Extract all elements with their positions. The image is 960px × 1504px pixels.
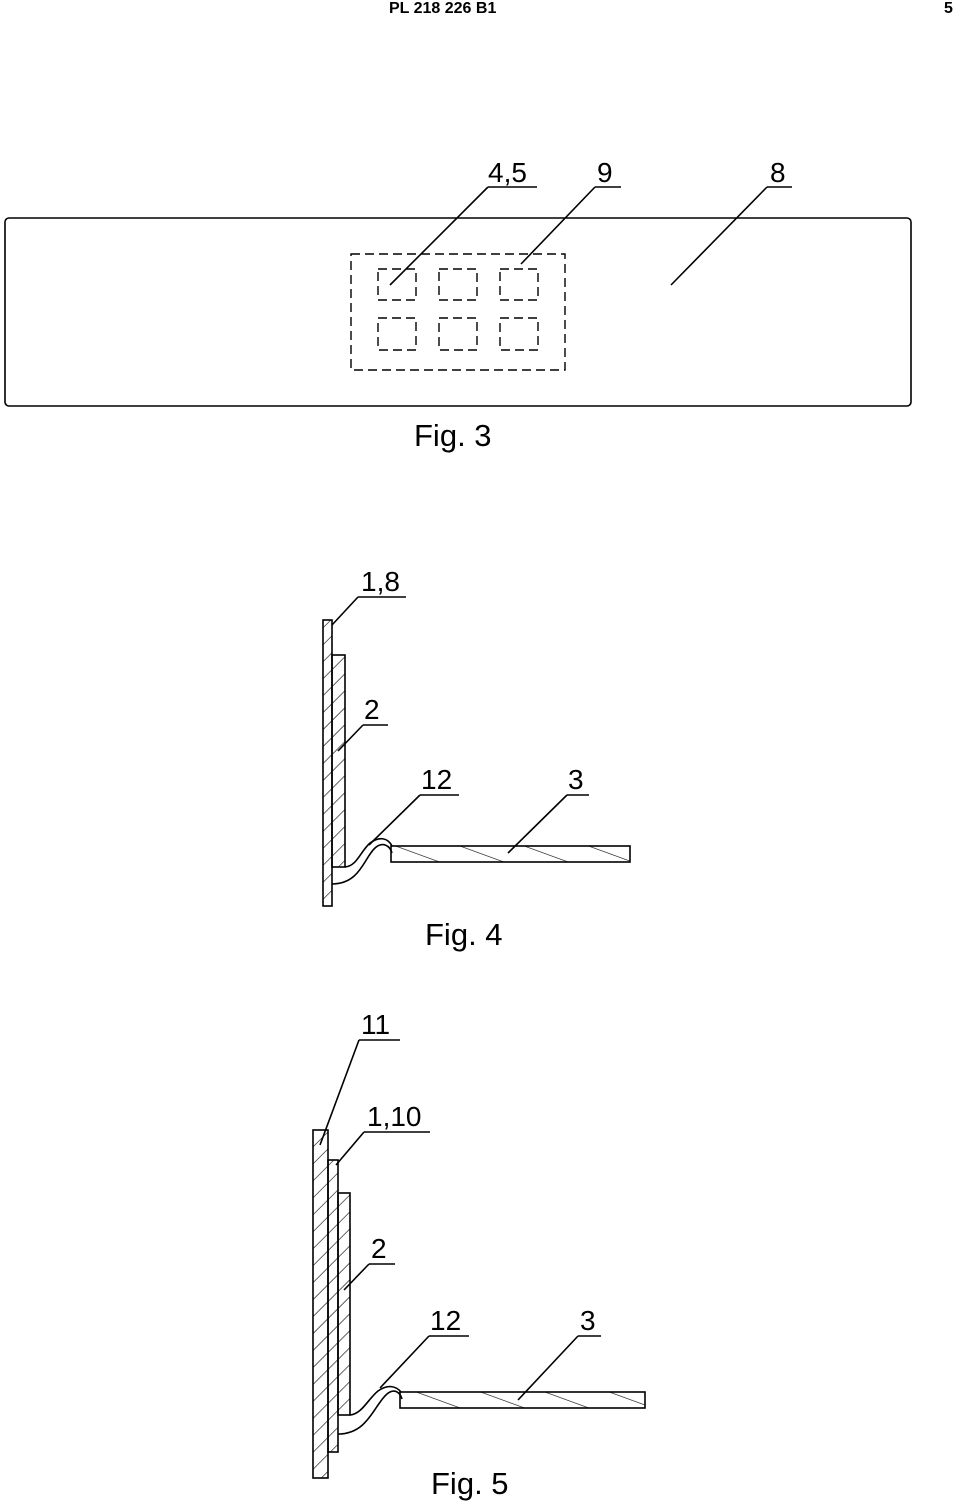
figure-caption: Fig. 4 bbox=[425, 917, 503, 952]
ref-label-8: 8 bbox=[770, 157, 786, 188]
cell bbox=[377, 317, 417, 351]
ref-label-2: 2 bbox=[364, 694, 380, 725]
module-outline bbox=[350, 253, 566, 371]
ref-label-12: 12 bbox=[430, 1305, 461, 1336]
cell-layer bbox=[337, 1192, 351, 1416]
ref-label-9: 9 bbox=[597, 157, 613, 188]
ref-label-4-5: 4,5 bbox=[488, 157, 527, 188]
substrate-layer bbox=[327, 1159, 339, 1453]
ribbon-lead bbox=[399, 1391, 646, 1409]
outer-cover-layer bbox=[312, 1129, 329, 1479]
cell bbox=[499, 317, 539, 351]
cell bbox=[438, 268, 478, 301]
ref-label-1-8: 1,8 bbox=[361, 566, 400, 597]
cell-grid bbox=[377, 268, 539, 351]
ref-label-11: 11 bbox=[361, 1009, 390, 1040]
substrate-layer bbox=[322, 619, 333, 907]
ref-label-3: 3 bbox=[568, 764, 584, 795]
cell bbox=[438, 317, 478, 351]
patent-number: PL 218 226 B1 bbox=[389, 0, 497, 17]
figure-5: 11 1,10 2 12 3 Fig. 5 bbox=[312, 1009, 646, 1501]
ref-label-1-10: 1,10 bbox=[367, 1101, 422, 1132]
cell bbox=[377, 268, 417, 301]
figure-3: 4,5 9 8 Fig. 3 bbox=[4, 157, 912, 453]
figure-caption: Fig. 5 bbox=[431, 1466, 509, 1501]
cell-layer bbox=[331, 654, 346, 868]
strip-outline bbox=[4, 217, 912, 407]
figure-4: 1,8 2 12 3 Fig. 4 bbox=[322, 566, 631, 952]
cell bbox=[499, 268, 539, 301]
figure-caption: Fig. 3 bbox=[414, 418, 492, 453]
ribbon-connector bbox=[331, 843, 393, 885]
ref-label-2: 2 bbox=[371, 1233, 387, 1264]
ref-label-3: 3 bbox=[580, 1305, 596, 1336]
ribbon-connector bbox=[337, 1390, 403, 1435]
ref-label-12: 12 bbox=[421, 764, 452, 795]
page-number: 5 bbox=[944, 0, 953, 17]
ribbon-lead bbox=[390, 845, 631, 863]
